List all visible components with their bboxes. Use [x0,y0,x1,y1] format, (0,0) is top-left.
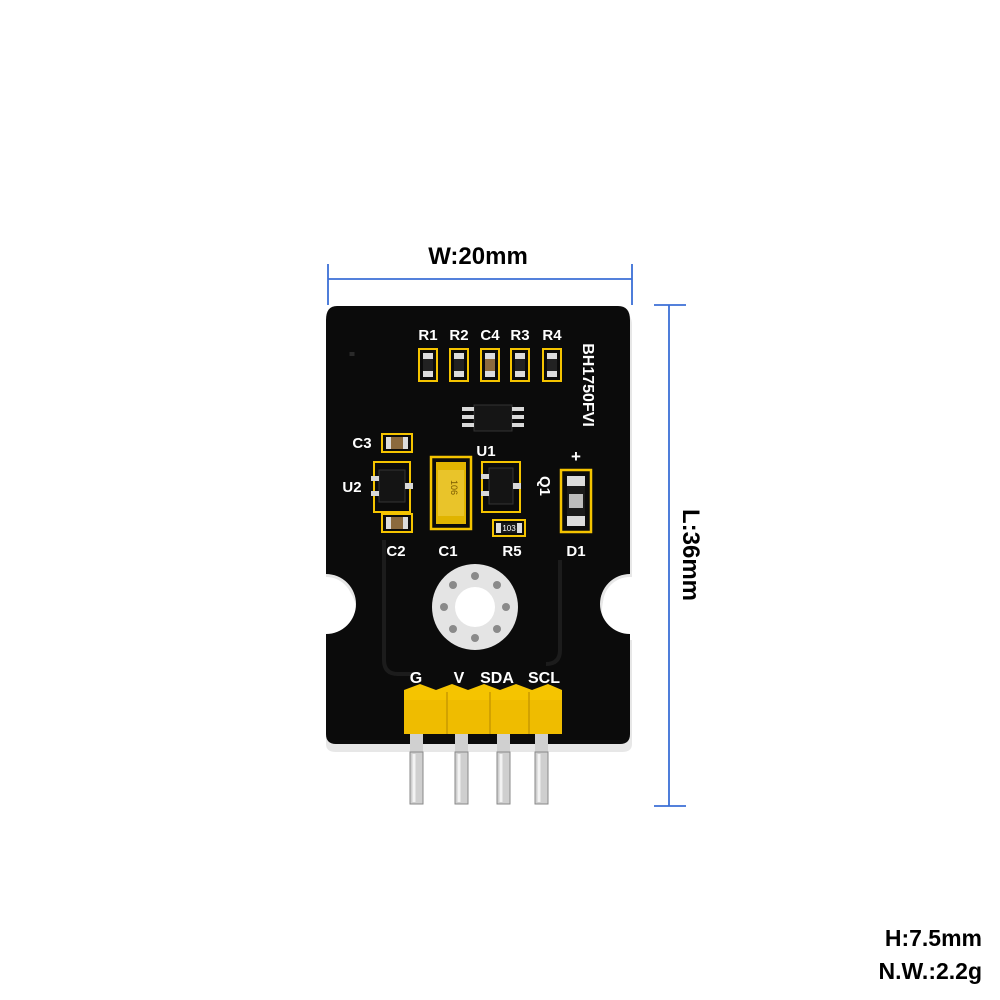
label-c4: C4 [480,327,500,344]
mounting-hole [432,564,518,650]
label-r2: R2 [449,327,468,344]
resistor-r5: 103 [492,519,526,537]
capacitor-c1: 106 [429,455,473,531]
capacitor-c4 [480,348,500,382]
led-d1 [559,468,593,534]
label-q1: Q1 [536,476,553,496]
left-notch [299,577,353,631]
regulator-u2 [371,461,413,513]
pin-label-scl: SCL [528,670,560,687]
pin-labels: G V SDA SCL [410,670,560,687]
label-c2: C2 [386,543,405,560]
resistor-r1 [418,348,438,382]
resistor-r4 [542,348,562,382]
resistor-r3 [510,348,530,382]
label-u1: U1 [476,443,495,460]
width-dimension: W:20mm [327,243,633,305]
right-notch [603,577,657,631]
transistor-q1 [481,461,521,513]
capacitor-c3 [381,433,413,453]
label-r4: R4 [542,327,562,344]
pin-tips [409,751,549,805]
label-plus: + [571,447,581,466]
top-smd-row [418,348,562,382]
label-c3: C3 [352,435,371,452]
pin-label-v: V [454,670,465,687]
r5-marking: 103 [502,524,516,533]
width-label: W:20mm [428,243,528,270]
top-labels: R1 R2 C4 R3 R4 [418,327,562,344]
label-r3: R3 [510,327,529,344]
pin-header [404,684,562,752]
capacitor-c2 [381,513,413,533]
chip-label: BH1750FVI [579,343,596,427]
label-r1: R1 [418,327,437,344]
resistor-r2 [449,348,469,382]
pcb-board [326,306,632,752]
label-r5: R5 [502,543,521,560]
pin-label-g: G [410,670,422,687]
label-u2: U2 [342,479,361,496]
label-c1: C1 [438,543,457,560]
length-dimension: L:36mm [654,304,704,807]
height-spec: H:7.5mm [884,925,982,951]
sensor-chip-u1 [462,404,524,432]
length-label: L:36mm [677,509,704,601]
label-d1: D1 [566,543,585,560]
net-weight-spec: N.W.:2.2g [878,958,982,984]
svg-text:106: 106 [449,480,459,495]
pin-label-sda: SDA [480,670,514,687]
